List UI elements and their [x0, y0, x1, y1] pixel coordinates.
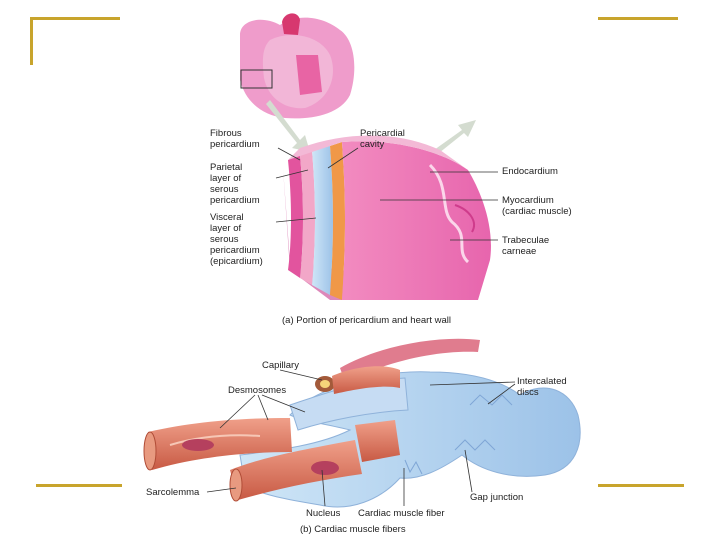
label-myocardium: Myocardium (cardiac muscle): [502, 195, 572, 217]
label-gap-junction: Gap junction: [470, 492, 523, 503]
heart-wall-block: [283, 135, 491, 300]
label-parietal-layer: Parietal layer of serous pericardium: [210, 162, 260, 206]
heart-illustration: [240, 13, 354, 118]
caption-panel-a: (a) Portion of pericardium and heart wal…: [282, 315, 451, 326]
label-visceral-layer: Visceral layer of serous pericardium (ep…: [210, 212, 263, 267]
label-nucleus: Nucleus: [306, 508, 341, 519]
caption-panel-b: (b) Cardiac muscle fibers: [300, 524, 406, 535]
label-sarcolemma: Sarcolemma: [146, 487, 200, 498]
label-fibrous-pericardium: Fibrous pericardium: [210, 128, 260, 150]
label-capillary: Capillary: [262, 360, 299, 371]
muscle-fibers-illustration: [144, 339, 580, 507]
label-cardiac-muscle-fiber: Cardiac muscle fiber: [358, 508, 445, 519]
label-trabeculae-carneae: Trabeculae carneae: [502, 235, 552, 257]
label-desmosomes: Desmosomes: [228, 385, 286, 396]
label-endocardium: Endocardium: [502, 166, 558, 177]
